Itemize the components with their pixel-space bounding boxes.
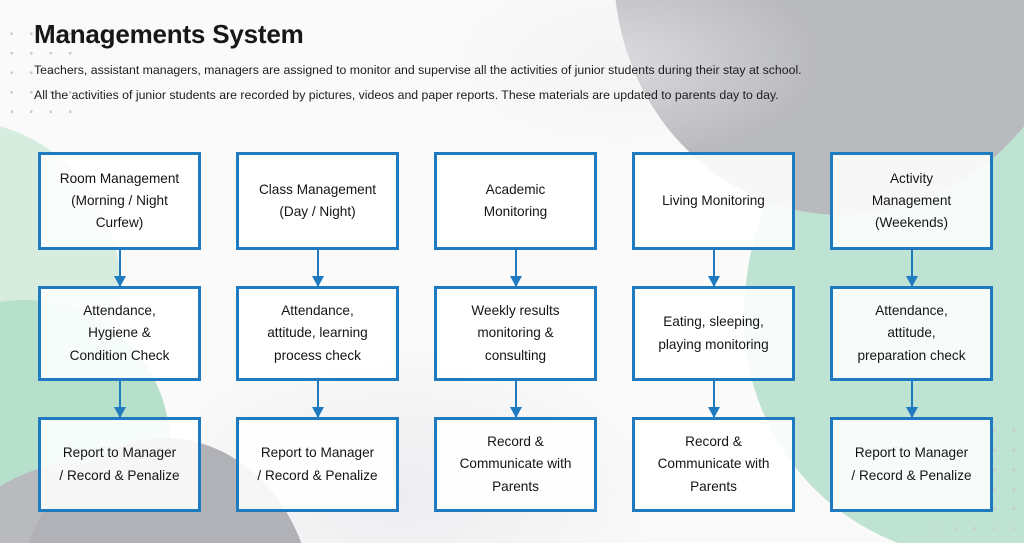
- node-line: / Record & Penalize: [257, 467, 378, 483]
- node-line: Attendance,: [281, 303, 354, 319]
- flow-node[interactable]: Record & Communicate with Parents: [434, 417, 597, 512]
- arrow-down-icon: [236, 250, 399, 287]
- node-line: attitude, learning: [267, 325, 368, 341]
- node-line: Condition Check: [69, 347, 170, 363]
- node-line: (Weekends): [874, 215, 949, 230]
- node-line: Attendance,: [83, 303, 156, 319]
- node-line: attitude,: [887, 325, 936, 341]
- node-line: Report to Manager: [62, 445, 177, 461]
- flow-node[interactable]: Report to Manager / Record & Penalize: [38, 417, 201, 512]
- flow-column-activity-management: Activity Management (Weekends) Attendanc…: [830, 152, 993, 512]
- node-line: / Record & Penalize: [59, 467, 180, 483]
- node-line: Curfew): [95, 215, 144, 230]
- flow-column-living-monitoring: Living Monitoring Eating, sleeping, play…: [632, 152, 795, 512]
- arrow-down-icon: [434, 381, 597, 418]
- flow-node[interactable]: Eating, sleeping, playing monitoring: [632, 286, 795, 381]
- node-line: Class Management: [258, 181, 377, 197]
- flow-node[interactable]: Activity Management (Weekends): [830, 152, 993, 250]
- flow-node[interactable]: Record & Communicate with Parents: [632, 417, 795, 512]
- node-line: Report to Manager: [260, 445, 375, 461]
- node-line: Report to Manager: [854, 445, 969, 461]
- arrow-down-icon: [830, 381, 993, 418]
- node-line: Attendance,: [875, 303, 948, 319]
- node-line: (Day / Night): [279, 204, 356, 219]
- node-line: playing monitoring: [658, 336, 769, 352]
- node-line: Record &: [487, 434, 544, 450]
- node-line: consulting: [484, 347, 547, 363]
- subtitle-line-1: Teachers, assistant managers, managers a…: [34, 62, 802, 77]
- flow-node[interactable]: Attendance, Hygiene & Condition Check: [38, 286, 201, 381]
- arrow-down-icon: [434, 250, 597, 287]
- node-line: Eating, sleeping,: [663, 314, 764, 330]
- node-line: Activity: [889, 170, 934, 186]
- node-line: Management: [871, 192, 952, 208]
- node-line: / Record & Penalize: [851, 467, 972, 483]
- flow-column-class-management: Class Management (Day / Night) Attendanc…: [236, 152, 399, 512]
- arrow-down-icon: [38, 381, 201, 418]
- flow-node[interactable]: Attendance, attitude, learning process c…: [236, 286, 399, 381]
- node-line: preparation check: [857, 347, 966, 363]
- flow-node[interactable]: Attendance, attitude, preparation check: [830, 286, 993, 381]
- slide-header: Managements System Teachers, assistant m…: [34, 20, 994, 113]
- node-line: Room Management: [59, 170, 180, 186]
- node-line: Weekly results: [471, 303, 560, 319]
- node-line: Parents: [690, 478, 737, 494]
- node-line: (Morning / Night: [71, 192, 168, 208]
- flow-node[interactable]: Report to Manager / Record & Penalize: [236, 417, 399, 512]
- subtitle-line-2: All the activities of junior students ar…: [34, 87, 779, 102]
- flow-column-academic-monitoring: Academic Monitoring Weekly results monit…: [434, 152, 597, 512]
- flow-node[interactable]: Report to Manager / Record & Penalize: [830, 417, 993, 512]
- flow-column-room-management: Room Management (Morning / Night Curfew)…: [38, 152, 201, 512]
- flow-node[interactable]: Class Management (Day / Night): [236, 152, 399, 250]
- node-line: Parents: [492, 478, 539, 494]
- node-line: Monitoring: [483, 204, 548, 219]
- flow-node[interactable]: Living Monitoring: [632, 152, 795, 250]
- node-line: Communicate with: [657, 456, 770, 472]
- flow-node[interactable]: Weekly results monitoring & consulting: [434, 286, 597, 381]
- arrow-down-icon: [632, 381, 795, 418]
- node-line: Living Monitoring: [662, 192, 765, 208]
- node-line: Hygiene &: [88, 325, 151, 341]
- flow-node[interactable]: Room Management (Morning / Night Curfew): [38, 152, 201, 250]
- arrow-down-icon: [236, 381, 399, 418]
- node-line: Record &: [685, 434, 742, 450]
- node-line: Academic: [485, 181, 546, 197]
- page-title: Managements System: [34, 19, 304, 49]
- arrow-down-icon: [830, 250, 993, 287]
- arrow-down-icon: [38, 250, 201, 287]
- node-line: Communicate with: [459, 456, 572, 472]
- arrow-down-icon: [632, 250, 795, 287]
- node-line: process check: [274, 347, 361, 363]
- flow-node[interactable]: Academic Monitoring: [434, 152, 597, 250]
- node-line: monitoring &: [477, 325, 554, 341]
